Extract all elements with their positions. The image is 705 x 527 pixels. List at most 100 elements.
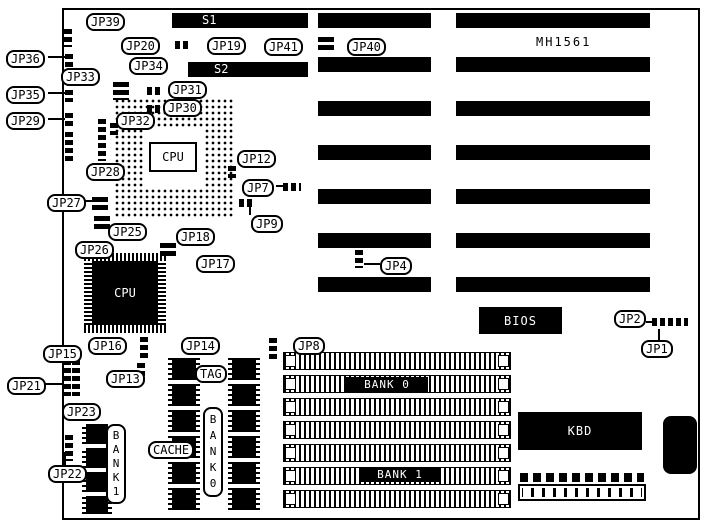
dip-chip bbox=[168, 384, 200, 406]
leader-line bbox=[84, 200, 92, 202]
isa-slot bbox=[456, 233, 650, 248]
isa-slot bbox=[456, 189, 650, 204]
simm-clip bbox=[498, 378, 509, 390]
callout-jp32: JP32 bbox=[116, 112, 155, 130]
dip-chip bbox=[82, 472, 112, 492]
callout-jp4: JP4 bbox=[380, 257, 412, 275]
callout-jp17: JP17 bbox=[196, 255, 235, 273]
jumper-block bbox=[326, 37, 334, 53]
simm-socket bbox=[283, 490, 511, 508]
callout-jp9: JP9 bbox=[251, 215, 283, 233]
jumper-block bbox=[65, 113, 73, 127]
callout-bank0-column: BANK0 bbox=[203, 407, 223, 497]
callout-jp41: JP41 bbox=[264, 38, 303, 56]
callout-bank1-column: BANK1 bbox=[106, 424, 126, 504]
callout-jp33: JP33 bbox=[61, 68, 100, 86]
simm-clip bbox=[498, 447, 509, 459]
dip-switch-strip bbox=[518, 484, 646, 501]
dip-chip bbox=[228, 462, 260, 484]
jumper-block bbox=[63, 352, 71, 396]
callout-jp30: JP30 bbox=[163, 99, 202, 117]
jumper-block bbox=[652, 318, 688, 326]
jumper-block bbox=[147, 87, 161, 95]
simm-clip bbox=[498, 355, 509, 367]
callout-tag: TAG bbox=[195, 365, 227, 383]
simm-socket bbox=[283, 421, 511, 439]
dip-chip bbox=[228, 436, 260, 458]
isa-slot bbox=[318, 233, 431, 248]
isa-slot bbox=[318, 13, 431, 28]
callout-jp7: JP7 bbox=[242, 179, 274, 197]
jumper-block bbox=[72, 352, 80, 396]
dip-chip bbox=[168, 410, 200, 432]
callout-jp21: JP21 bbox=[7, 377, 46, 395]
dip-chip bbox=[82, 448, 112, 468]
dip-chip bbox=[82, 496, 112, 514]
callout-jp1: JP1 bbox=[641, 340, 673, 358]
jumper-block bbox=[160, 243, 168, 259]
simm-socket bbox=[283, 352, 511, 370]
isa-slot bbox=[456, 101, 650, 116]
dip-chip bbox=[228, 384, 260, 406]
jumper-block bbox=[65, 90, 73, 102]
cpu-socket-label: CPU bbox=[149, 142, 197, 172]
callout-jp14: JP14 bbox=[181, 337, 220, 355]
bios-chip: BIOS bbox=[479, 307, 562, 334]
callout-jp34: JP34 bbox=[129, 57, 168, 75]
jumper-block bbox=[147, 105, 161, 113]
leader-line bbox=[658, 329, 660, 340]
isa-slot bbox=[456, 277, 650, 292]
jumper-block bbox=[283, 183, 301, 191]
isa-slot bbox=[318, 57, 431, 72]
jumper-block bbox=[269, 338, 277, 360]
simm-clip bbox=[498, 493, 509, 505]
jumper-block bbox=[121, 82, 129, 100]
jumper-block bbox=[98, 119, 106, 161]
bank1-label: BANK 1 bbox=[359, 467, 441, 482]
simm-clip bbox=[285, 378, 296, 390]
simm-clip bbox=[498, 470, 509, 482]
leader-line bbox=[48, 92, 65, 94]
callout-jp22: JP22 bbox=[48, 465, 87, 483]
isa-slot bbox=[456, 13, 650, 28]
jumper-block bbox=[92, 197, 100, 210]
cpu-chip-label: CPU bbox=[92, 261, 158, 325]
callout-cache: CACHE bbox=[148, 441, 195, 459]
simm-clip bbox=[285, 447, 296, 459]
simm-socket bbox=[283, 398, 511, 416]
jumper-block bbox=[102, 216, 110, 229]
callout-jp8: JP8 bbox=[293, 337, 325, 355]
leader-line bbox=[64, 452, 66, 465]
jumper-block bbox=[318, 37, 326, 53]
callout-jp28: JP28 bbox=[86, 163, 125, 181]
callout-jp27: JP27 bbox=[47, 194, 86, 212]
dip-chip bbox=[228, 488, 260, 510]
isa-slot bbox=[318, 277, 431, 292]
jumper-block bbox=[113, 82, 121, 100]
callout-jp39: JP39 bbox=[86, 13, 125, 31]
jumper-block bbox=[94, 216, 102, 229]
cpu-chip: CPU bbox=[84, 253, 166, 333]
leader-line bbox=[249, 206, 251, 215]
jumper-block bbox=[228, 166, 236, 178]
simm-socket bbox=[283, 444, 511, 462]
simm-clip bbox=[285, 470, 296, 482]
jumper-block bbox=[137, 363, 145, 376]
callout-jp40: JP40 bbox=[347, 38, 386, 56]
dip-chip bbox=[168, 358, 200, 380]
jumper-block bbox=[65, 54, 73, 68]
jumper-block bbox=[239, 199, 255, 207]
jumper-block bbox=[64, 29, 72, 47]
isa-slot bbox=[456, 57, 650, 72]
dip-chip bbox=[82, 424, 112, 444]
callout-jp23: JP23 bbox=[62, 403, 101, 421]
dip-chip bbox=[228, 410, 260, 432]
callout-jp12: JP12 bbox=[237, 150, 276, 168]
simm-clip bbox=[285, 401, 296, 413]
switch-s2: S2 bbox=[188, 62, 308, 77]
callout-jp36: JP36 bbox=[6, 50, 45, 68]
simm-clip bbox=[285, 493, 296, 505]
jumper-block bbox=[168, 243, 176, 259]
simm-clip bbox=[498, 401, 509, 413]
callout-jp29: JP29 bbox=[6, 112, 45, 130]
